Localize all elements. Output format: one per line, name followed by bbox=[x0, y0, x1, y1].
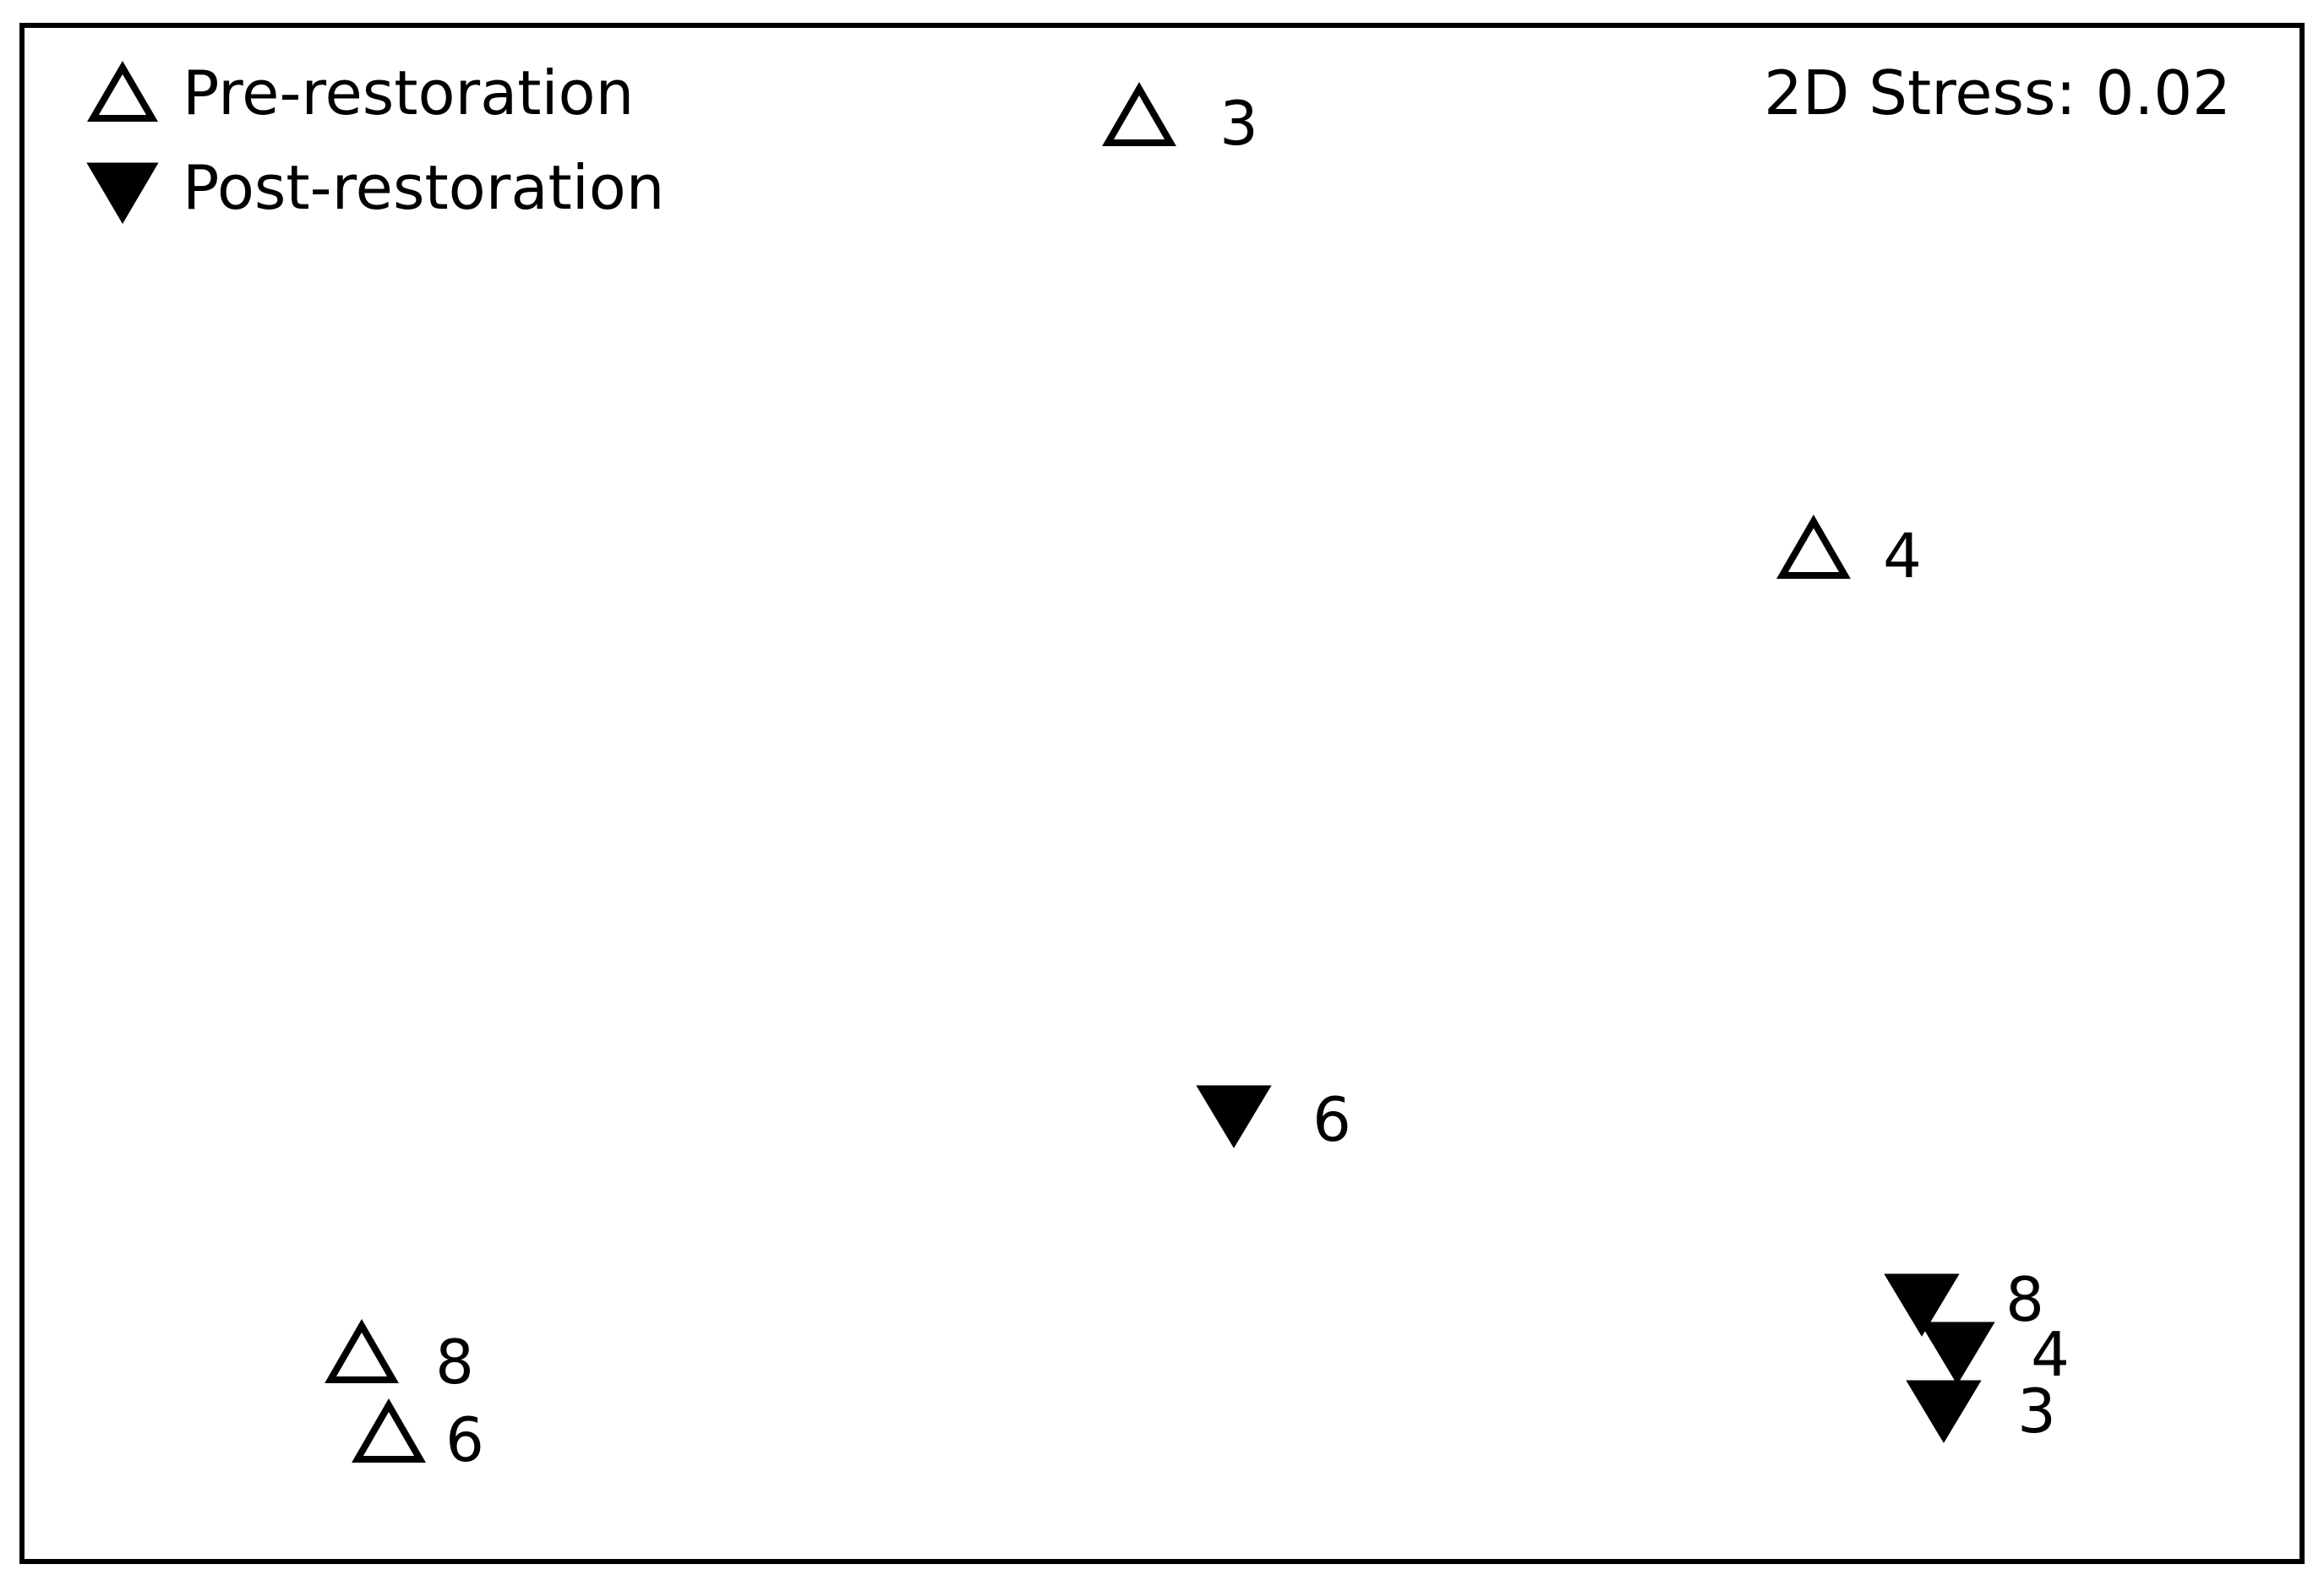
data-point: 6 bbox=[352, 1398, 484, 1475]
open-triangle-marker bbox=[1776, 515, 1851, 579]
legend-item-post: Post-restoration bbox=[86, 152, 664, 224]
point-label: 8 bbox=[435, 1327, 474, 1398]
point-label: 4 bbox=[2031, 1319, 2070, 1390]
open-triangle-marker bbox=[352, 1398, 426, 1463]
point-label: 8 bbox=[2005, 1264, 2044, 1335]
data-point: 3 bbox=[1906, 1376, 2056, 1447]
point-label: 4 bbox=[1883, 520, 1922, 591]
data-point: 6 bbox=[1196, 1084, 1351, 1155]
data-point: 3 bbox=[1102, 82, 1258, 159]
point-label: 6 bbox=[445, 1404, 484, 1475]
point-label: 3 bbox=[1219, 88, 1258, 159]
filled-triangle-marker bbox=[1196, 1085, 1272, 1148]
data-point: 4 bbox=[1776, 515, 1922, 591]
legend-open-triangle-icon bbox=[87, 61, 158, 122]
legend-label-pre: Pre-restoration bbox=[183, 57, 634, 128]
data-point: 8 bbox=[325, 1319, 474, 1398]
filled-triangle-marker bbox=[1906, 1380, 1982, 1443]
data-point: 4 bbox=[1919, 1319, 2070, 1390]
legend-item-pre: Pre-restoration bbox=[87, 57, 634, 128]
legend-filled-triangle-icon bbox=[86, 162, 159, 224]
filled-triangle-marker bbox=[1919, 1322, 1995, 1385]
point-label: 6 bbox=[1312, 1084, 1351, 1155]
stress-annotation: 2D Stress: 0.02 bbox=[1764, 57, 2231, 128]
legend: Pre-restoration Post-restoration bbox=[86, 57, 664, 224]
point-label: 3 bbox=[2017, 1376, 2056, 1447]
filled-triangle-marker bbox=[1884, 1273, 1960, 1337]
open-triangle-marker bbox=[1102, 82, 1176, 146]
data-point: 8 bbox=[1884, 1264, 2044, 1337]
open-triangle-marker bbox=[325, 1319, 399, 1383]
legend-label-post: Post-restoration bbox=[183, 152, 664, 223]
